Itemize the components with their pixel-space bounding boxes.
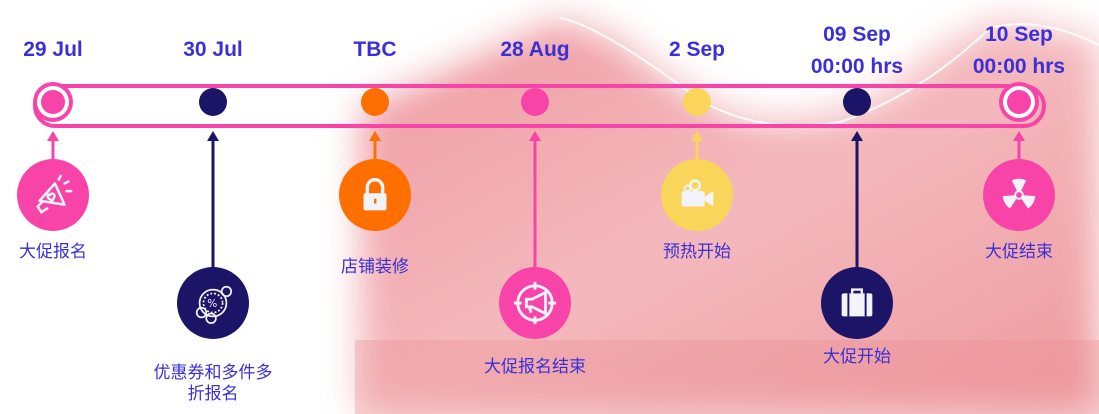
milestone-date: 30 Jul (183, 38, 243, 61)
radiation-icon (983, 159, 1055, 231)
timeline-dot (683, 88, 711, 116)
timeline-track (33, 84, 1046, 128)
arrow-up-icon (691, 131, 703, 141)
arrow-up-icon (207, 131, 219, 141)
lock-icon (339, 159, 411, 231)
milestone-label: 大促报名 (19, 242, 87, 262)
connector-line (533, 139, 537, 267)
connector-line (1017, 139, 1021, 159)
connector-line (211, 139, 215, 267)
target-megaphone-icon (499, 267, 571, 339)
milestone-label: 预热开始 (663, 242, 731, 262)
arrow-up-icon (369, 131, 381, 141)
video-camera-icon (661, 159, 733, 231)
arrow-up-icon (529, 131, 541, 141)
arrow-up-icon (1013, 131, 1025, 141)
milestone-date: 2 Sep (668, 38, 726, 61)
timeline-dot (1007, 90, 1031, 114)
connector-line (695, 139, 699, 159)
svg-text:%: % (207, 298, 217, 310)
milestone-date: 29 Jul (23, 38, 83, 61)
arrow-up-icon (47, 131, 59, 141)
arrow-up-icon (851, 131, 863, 141)
connector-line (855, 139, 859, 267)
timeline-dot (843, 88, 871, 116)
connector-line (51, 139, 55, 159)
briefcase-icon (821, 267, 893, 339)
milestone-label: 优惠券和多件多折报名 (153, 363, 273, 404)
timeline-dot (41, 90, 65, 114)
milestone-label: 大促开始 (823, 347, 891, 367)
milestone-label: 店铺装修 (341, 257, 409, 277)
milestone-label: 大促报名结束 (484, 357, 586, 377)
milestone-date: TBC (353, 38, 397, 61)
timeline-dot (361, 88, 389, 116)
megaphone-heart-icon (17, 159, 89, 231)
milestone-date: 28 Aug (500, 38, 570, 61)
timeline-dot (199, 88, 227, 116)
milestone-label: 大促结束 (985, 242, 1053, 262)
timeline-dot (521, 88, 549, 116)
discount-coins-icon: % (177, 267, 249, 339)
connector-line (373, 139, 377, 159)
